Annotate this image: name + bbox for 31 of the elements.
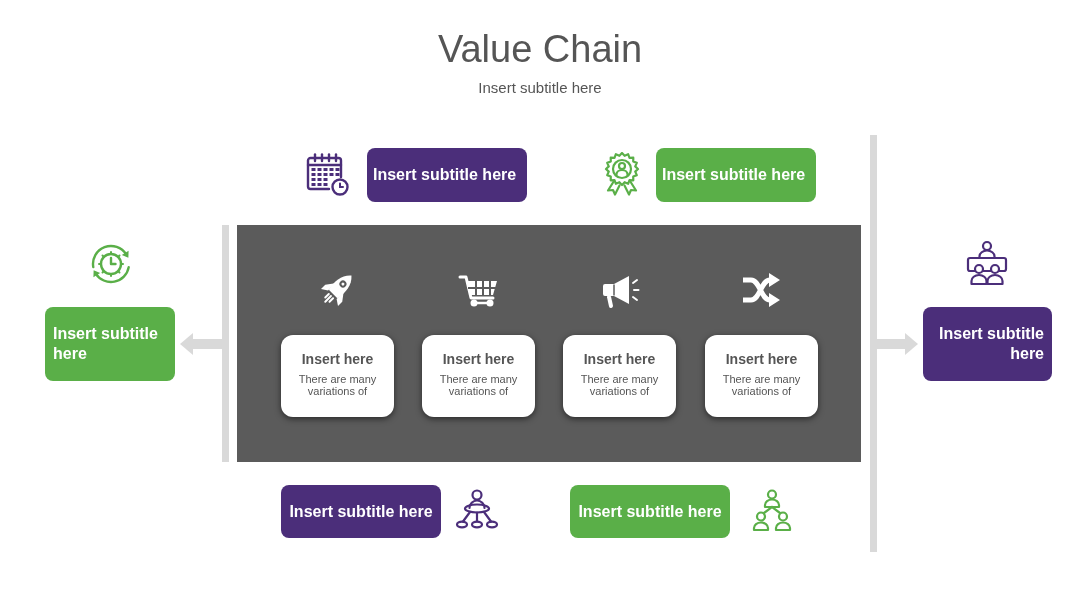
card-heading: Insert here bbox=[301, 351, 374, 368]
card-heading: Insert here bbox=[583, 351, 656, 368]
info-card bbox=[705, 335, 818, 417]
card-heading: Insert here bbox=[725, 351, 798, 368]
info-card bbox=[281, 335, 394, 417]
subtitle: Insert subtitle here bbox=[478, 79, 602, 97]
subtitle-box bbox=[923, 307, 1052, 381]
subtitle-text: Insert subtitle here bbox=[373, 165, 517, 185]
subtitle-box bbox=[367, 148, 527, 202]
subtitle-box bbox=[45, 307, 175, 381]
subtitle-text: Insert subtitle here bbox=[289, 501, 433, 522]
card-description: There are many variations of bbox=[579, 373, 660, 397]
subtitle-box bbox=[656, 148, 816, 202]
card-description: There are many variations of bbox=[297, 373, 378, 397]
info-card bbox=[563, 335, 676, 417]
subtitle-box bbox=[570, 485, 730, 538]
subtitle-text: Insert subtitle here bbox=[938, 324, 1044, 364]
arrow bbox=[877, 333, 918, 355]
card-heading: Insert here bbox=[442, 351, 515, 368]
card-description: There are many variations of bbox=[438, 373, 519, 397]
subtitle-text: Insert subtitle here bbox=[662, 165, 806, 185]
subtitle-box bbox=[281, 485, 441, 538]
title: Value Chain bbox=[437, 27, 643, 71]
divider-bar bbox=[870, 135, 877, 552]
arrow bbox=[180, 333, 222, 355]
divider-bar bbox=[222, 225, 229, 462]
subtitle-text: Insert subtitle here bbox=[53, 324, 159, 364]
dark-panel bbox=[237, 225, 861, 462]
subtitle-text: Insert subtitle here bbox=[578, 501, 722, 522]
info-card bbox=[422, 335, 535, 417]
card-description: There are many variations of bbox=[721, 373, 802, 397]
